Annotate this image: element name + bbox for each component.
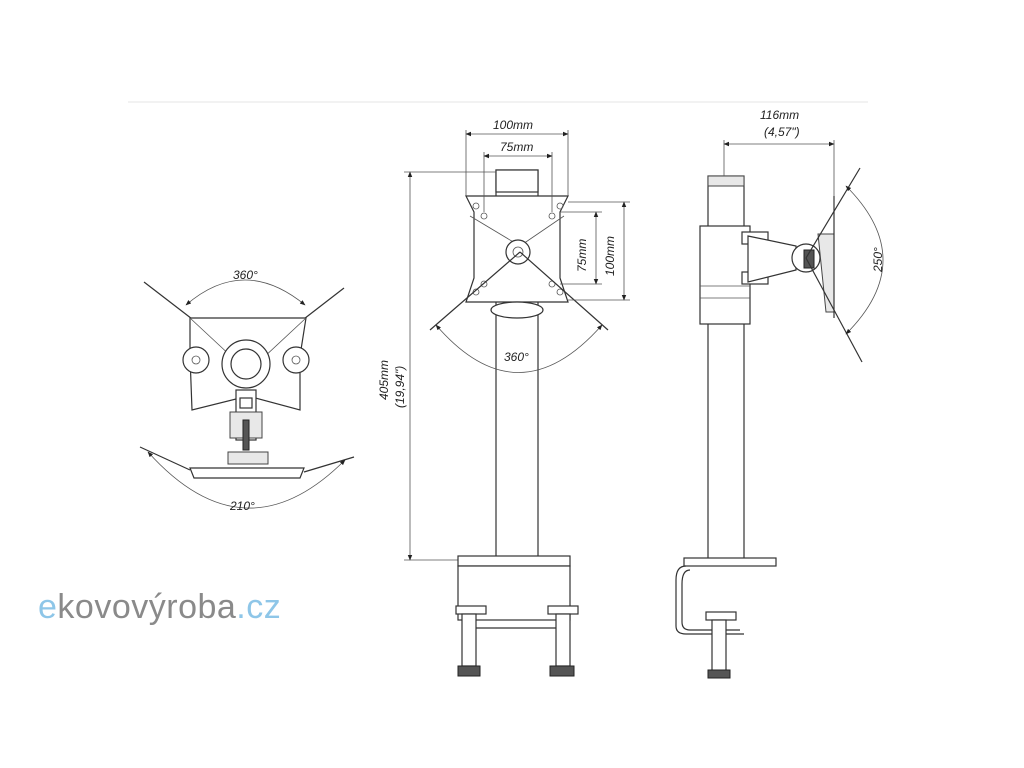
brand-logo: ekovovýroba.cz	[38, 588, 281, 627]
tilt-arc	[845, 185, 884, 335]
top-view: 360° 210°	[139, 268, 355, 513]
height-inner-label: 75mm	[575, 239, 589, 272]
side-view: 250° 116mm (4,57")	[675, 108, 885, 679]
logo-part-tld: .cz	[236, 588, 282, 626]
rotation-label-bottom: 210°	[229, 499, 255, 513]
logo-part-e: e	[38, 588, 58, 626]
width-outer-label: 100mm	[493, 118, 533, 132]
total-height-in-label: (19,94")	[393, 366, 407, 408]
front-view: 360° 100mm 75mm 75mm 100mm 405mm (19,94"…	[377, 118, 630, 677]
logo-part-name: kovovýroba	[57, 588, 237, 626]
rotation-label-front: 360°	[504, 350, 529, 364]
rotation-label-top: 360°	[233, 268, 258, 282]
depth-mm-label: 116mm	[760, 108, 799, 122]
rotation-arc-top	[185, 279, 306, 306]
rotation-arc-bottom	[147, 451, 346, 509]
total-height-mm-label: 405mm	[377, 360, 391, 400]
height-outer-label: 100mm	[603, 236, 617, 276]
width-inner-label: 75mm	[500, 140, 533, 154]
rotation-arc-front	[435, 324, 603, 373]
tilt-label: 250°	[871, 247, 885, 273]
depth-in-label: (4,57")	[764, 125, 800, 139]
